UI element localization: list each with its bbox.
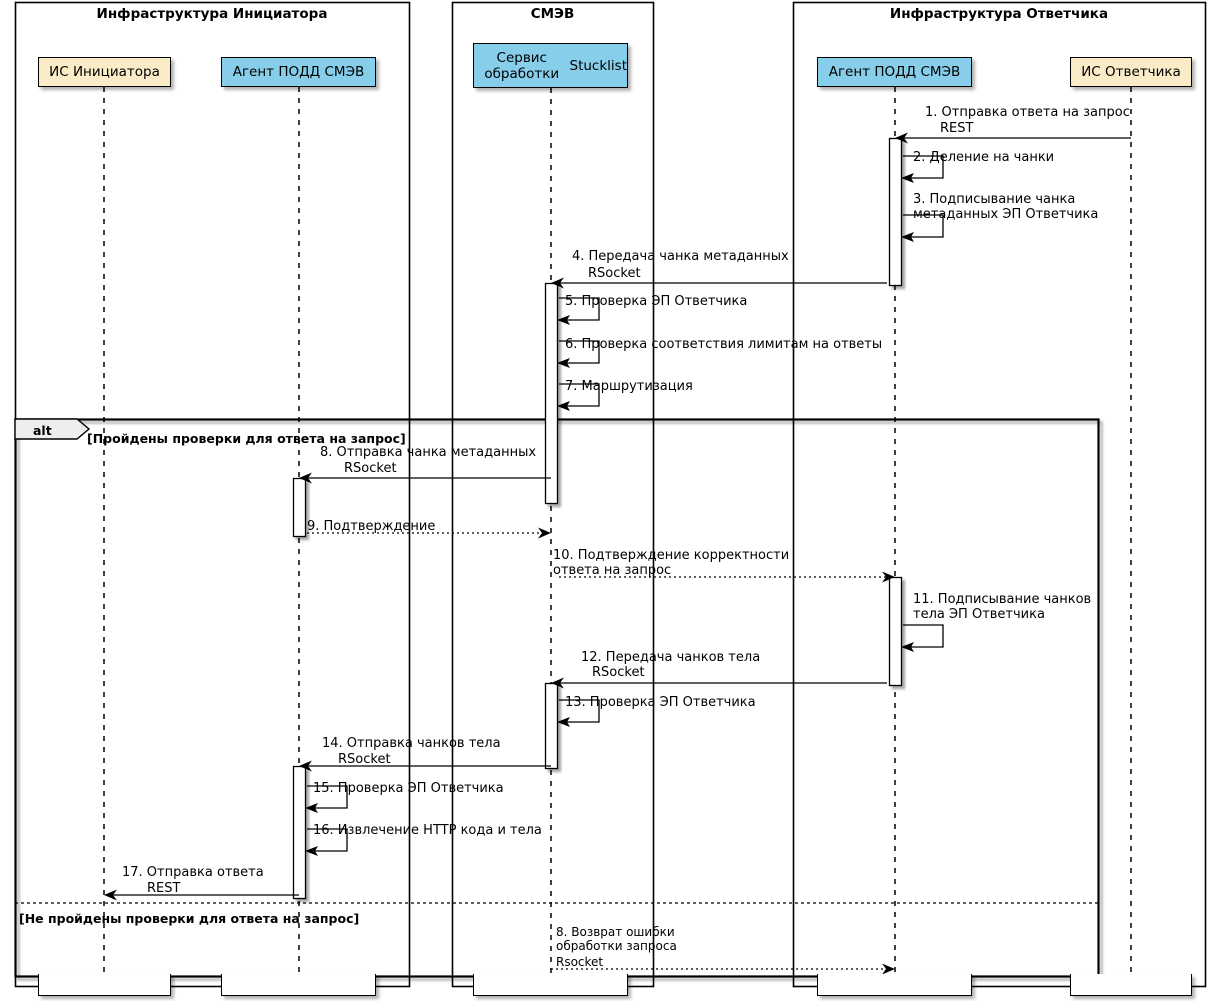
message-label-1: 1. Отправка ответа на запрос [925,105,1130,120]
participant-is-initiator-bottom[interactable] [38,974,171,996]
participant-is-initiator-top[interactable]: ИС Инициатора [38,57,171,87]
message-arrows [104,132,1131,975]
message-protocol-4: RSocket [588,266,641,281]
message-label-12: 12. Передача чанков тела [581,650,760,665]
message-text-line: 10. Подтверждение корректности [553,548,790,563]
activation-bars [292,137,903,900]
group-title-responder: Инфраструктура Ответчика [889,6,1109,22]
message-text-line: 3. Подписывание чанка [913,192,1076,207]
participant-agent-initiator-bottom[interactable] [221,974,376,996]
message-text-line: 11. Подписывание чанков [913,592,1092,607]
participant-is-responder-bottom[interactable] [1070,974,1192,996]
message-label-6: 6. Проверка соответствия лимитам на отве… [565,337,882,352]
message-text-line: обработки запроса [556,939,677,953]
message-text-line: 1. Отправка ответа на запрос [925,105,1130,120]
message-protocol-17: REST [147,881,181,896]
message-text-line: тела ЭП Ответчика [913,607,1045,622]
message-text-line: 7. Маршрутизация [565,379,693,394]
message-text-line: 14. Отправка чанков тела [322,736,501,751]
participant-label-line: Агент ПОДД СМЭВ [828,64,961,80]
message-protocol-14: RSocket [338,752,391,767]
participant-stucklist-bottom[interactable] [473,974,628,996]
message-label-7: 7. Маршрутизация [565,379,693,394]
message-text-line: метаданных ЭП Ответчика [913,207,1099,222]
message-text-line: 5. Проверка ЭП Ответчика [565,294,748,309]
message-label-5: 5. Проверка ЭП Ответчика [565,294,747,309]
message-label-14: 14. Отправка чанков тела [322,736,501,751]
lifelines [103,87,1132,996]
message-text-line: ответа на запрос [553,563,672,578]
message-label-9: 9. Подтверждение [307,519,435,534]
message-label-8: 8. Отправка чанка метаданных [320,445,536,460]
message-text-line: 8. Возврат ошибки [556,925,675,939]
participant-agent-responder-top[interactable]: Агент ПОДД СМЭВ [817,57,972,87]
group-title-initiator: Инфраструктура Инициатора [96,6,328,22]
message-label-13: 13. Проверка ЭП Ответчика [565,695,756,710]
message-text-line: 13. Проверка ЭП Ответчика [565,695,756,710]
message-label-15: 15. Проверка ЭП Ответчика [313,781,504,796]
alt-frame-keyword: alt [33,423,52,438]
message-text-line: 17. Отправка ответа [122,865,264,880]
group-title-smev: СМЭВ [530,6,575,22]
alt-condition-2: [Не пройдены проверки для ответа на запр… [19,911,360,926]
message-text-line: 4. Передача чанка метаданных [572,249,789,264]
participant-label-line: Агент ПОДД СМЭВ [232,64,365,80]
participant-label-line: ИС Ответчика [1081,64,1181,80]
message-text-line: 2. Деление на чанки [913,150,1055,165]
participant-stucklist-top[interactable]: Сервис обработки Stucklist [473,43,628,88]
message-text-line: 8. Отправка чанка метаданных [320,445,537,460]
message-protocol-8b: Rsocket [556,955,604,969]
participant-agent-initiator-top[interactable]: Агент ПОДД СМЭВ [221,57,376,87]
message-protocol-1: REST [940,121,974,136]
participant-label-line: Stucklist [569,57,628,74]
message-text-line: 12. Передача чанков тела [581,650,761,665]
participant-is-responder-top[interactable]: ИС Ответчика [1070,57,1192,87]
message-text-line: 15. Проверка ЭП Ответчика [313,781,504,796]
message-text-line: 6. Проверка соответствия лимитам на отве… [565,337,883,352]
alt-condition-1: [Пройдены проверки для ответа на запрос] [87,431,406,446]
message-protocol-8: RSocket [344,461,397,476]
message-label-17: 17. Отправка ответа [122,865,264,880]
message-protocol-12: RSocket [592,665,645,680]
message-text-line: 16. Извлечение HTTP кода и тела [313,823,542,838]
message-label-2: 2. Деление на чанки [913,150,1054,165]
participant-label-line: Сервис обработки [484,49,560,82]
participant-agent-responder-bottom[interactable] [817,974,972,996]
participant-label-line: ИС Инициатора [49,64,160,80]
message-text-line: 9. Подтверждение [307,519,436,534]
message-label-16: 16. Извлечение HTTP кода и тела [313,823,542,838]
message-label-4: 4. Передача чанка метаданных [572,249,789,264]
